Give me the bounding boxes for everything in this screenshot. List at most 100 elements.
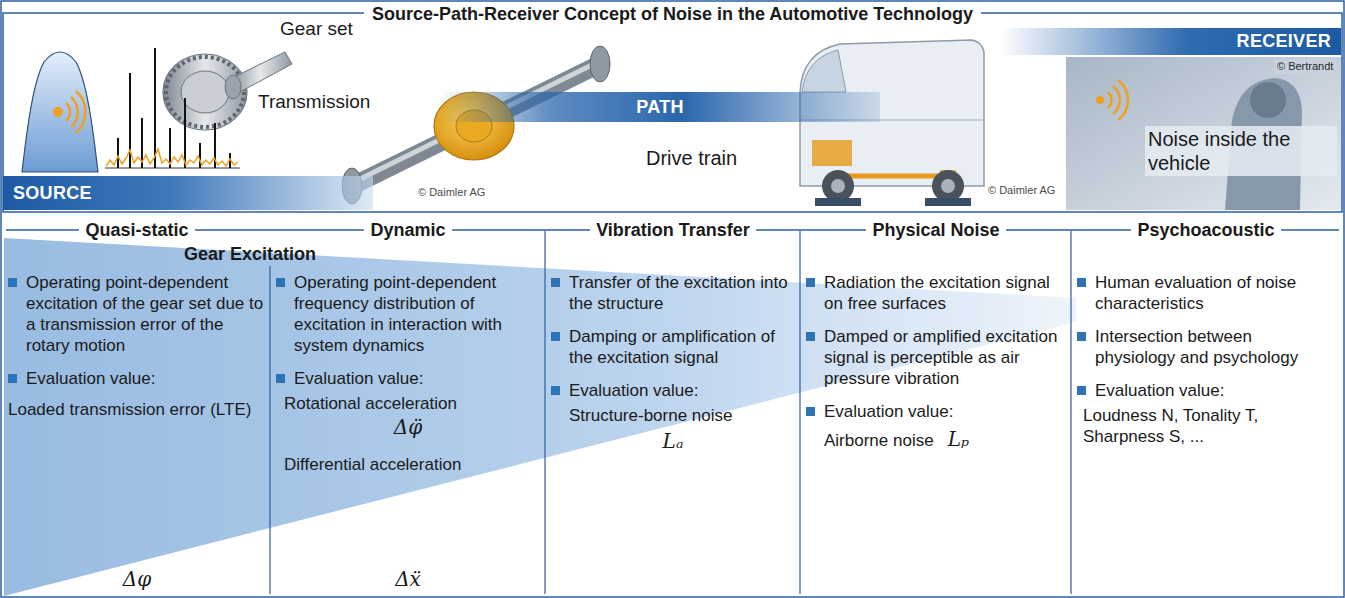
bullet-text: Damped or amplified excitation signal is… bbox=[806, 326, 1066, 389]
formula-symbol: Lₚ bbox=[948, 426, 969, 452]
path-band: PATH bbox=[440, 92, 880, 122]
part-label: Gear set bbox=[280, 17, 353, 40]
stage-column: Human evaluation of noise characteristic… bbox=[1077, 272, 1335, 594]
formula-symbol: Lₐ bbox=[551, 428, 795, 454]
column-rules bbox=[6, 230, 1339, 594]
bullet-text: Evaluation value: bbox=[1077, 380, 1335, 401]
source-band: SOURCE bbox=[3, 176, 373, 210]
bullet-text: Human evaluation of noise characteristic… bbox=[1077, 272, 1335, 314]
receiver-photo-part bbox=[1066, 57, 1341, 210]
band-label: RECEIVER bbox=[1237, 31, 1331, 52]
axle-transmission-part bbox=[352, 64, 600, 186]
vehicle-on-test-rig bbox=[800, 40, 984, 206]
band-label: PATH bbox=[636, 97, 684, 118]
vehicle-on-test-rig-part bbox=[925, 198, 971, 206]
gradient-wedge bbox=[4, 238, 1076, 596]
column-heading-wrap: Quasi-static bbox=[8, 219, 266, 241]
column-heading-wrap: Dynamic bbox=[276, 219, 540, 241]
receiver-photo bbox=[1066, 57, 1341, 210]
column-heading-wrap: Physical Noise bbox=[806, 219, 1066, 241]
stage-column: Radiation the excitation signal on free … bbox=[806, 272, 1066, 594]
column-rules-part bbox=[799, 231, 800, 594]
column-heading-wrap: Vibration Transfer bbox=[551, 219, 795, 241]
spectrum-plot-part bbox=[106, 149, 238, 166]
stage-column: Transfer of the excitation into the stru… bbox=[551, 272, 795, 594]
column-flow: Operating point-dependent excitation of … bbox=[8, 272, 266, 420]
vehicle-on-test-rig-part bbox=[932, 170, 964, 202]
evaluation-value: Loudness N, Tonality T, Sharpness S, ... bbox=[1077, 405, 1335, 447]
evaluation-value: Structure-borne noise bbox=[551, 405, 795, 426]
axle-transmission bbox=[342, 46, 610, 204]
diagram-title: Source-Path-Receiver Concept of Noise in… bbox=[364, 4, 981, 24]
copyright-note: © Bertrandt bbox=[1274, 59, 1336, 74]
vehicle-on-test-rig-part bbox=[838, 174, 948, 179]
spectrum-plot-part bbox=[184, 98, 186, 168]
part-label: Drive train bbox=[646, 146, 737, 170]
column-rules-part bbox=[1070, 231, 1071, 594]
vehicle-on-test-rig-part bbox=[802, 50, 846, 92]
axle-transmission-part bbox=[352, 61, 600, 183]
spectrum-plot bbox=[105, 48, 240, 168]
receiver-band: RECEIVER bbox=[1000, 28, 1341, 55]
stage-column: Operating point-dependent excitation of … bbox=[8, 272, 266, 594]
column-rules-part bbox=[544, 231, 545, 594]
column-heading: Vibration Transfer bbox=[590, 220, 756, 240]
column-flow: Radiation the excitation signal on free … bbox=[806, 272, 1066, 452]
gear-tooth bbox=[22, 52, 98, 172]
gear-set-part bbox=[225, 75, 241, 99]
part-label: Transmission bbox=[258, 90, 370, 113]
bullet-text: Transfer of the excitation into the stru… bbox=[551, 272, 795, 314]
spectrum-plot-part bbox=[199, 143, 201, 168]
column-rules-part bbox=[269, 266, 270, 594]
column-heading: Physical Noise bbox=[866, 220, 1005, 240]
evaluation-value: Rotational acceleration bbox=[276, 393, 540, 414]
gear-set-part bbox=[181, 71, 229, 113]
receiver-photo-part bbox=[1113, 86, 1120, 114]
vehicle-on-test-rig-part bbox=[812, 140, 852, 166]
bullet-text: Damping or amplification of the excitati… bbox=[551, 326, 795, 368]
value-row: Airborne noise Lₚ bbox=[806, 426, 1066, 452]
gear-tooth-part bbox=[22, 52, 98, 172]
bullet-text: Operating point-dependent excitation of … bbox=[8, 272, 266, 356]
stage-column: Operating point-dependent frequency dist… bbox=[276, 272, 540, 594]
formula-symbol: Δφ bbox=[8, 566, 266, 592]
title-wrap: Source-Path-Receiver Concept of Noise in… bbox=[0, 3, 1345, 25]
formula-symbol: Δẍ bbox=[276, 566, 540, 592]
bullet-text: Radiation the excitation signal on free … bbox=[806, 272, 1066, 314]
vehicle-on-test-rig-part bbox=[815, 198, 861, 206]
copyright-note: © Daimler AG bbox=[418, 186, 485, 199]
receiver-photo-part bbox=[1096, 96, 1104, 104]
band-label: SOURCE bbox=[13, 183, 92, 204]
gear-set-part bbox=[163, 54, 247, 130]
copyright-note: © Daimler AG bbox=[988, 184, 1055, 197]
spectrum-plot-part bbox=[154, 48, 156, 168]
bullet-text: Evaluation value: bbox=[8, 368, 266, 389]
group-heading: Gear Excitation bbox=[150, 243, 350, 265]
formula-symbol: Δφ̈ bbox=[276, 414, 540, 440]
spectrum-plot-part bbox=[117, 138, 119, 168]
gradient-wedge-part bbox=[4, 238, 1076, 596]
evaluation-value: Airborne noise bbox=[824, 430, 934, 451]
column-heading: Psychoacoustic bbox=[1131, 220, 1280, 240]
evaluation-value: Differential acceleration bbox=[276, 454, 540, 475]
vehicle-on-test-rig-part bbox=[941, 179, 955, 193]
gear-tooth-part bbox=[71, 97, 78, 127]
gear-tooth-part bbox=[53, 107, 63, 117]
vehicle-on-test-rig-part bbox=[822, 170, 854, 202]
bullet-text: Evaluation value: bbox=[551, 380, 795, 401]
bullet-text: Operating point-dependent frequency dist… bbox=[276, 272, 540, 356]
column-heading: Dynamic bbox=[364, 220, 451, 240]
receiver-caption: Noise inside the vehicle bbox=[1145, 126, 1337, 176]
bullet-text: Evaluation value: bbox=[276, 368, 540, 389]
receiver-photo-part bbox=[1118, 80, 1128, 120]
column-heading: Quasi-static bbox=[79, 220, 194, 240]
vehicle-on-test-rig-part bbox=[831, 179, 845, 193]
gear-tooth-part bbox=[76, 91, 85, 133]
column-heading-wrap: Psychoacoustic bbox=[1077, 219, 1335, 241]
receiver-photo-part bbox=[1108, 92, 1111, 108]
receiver-photo-part bbox=[1250, 82, 1286, 118]
bullet-text: Evaluation value: bbox=[806, 401, 1066, 422]
gear-set-part bbox=[166, 57, 244, 127]
